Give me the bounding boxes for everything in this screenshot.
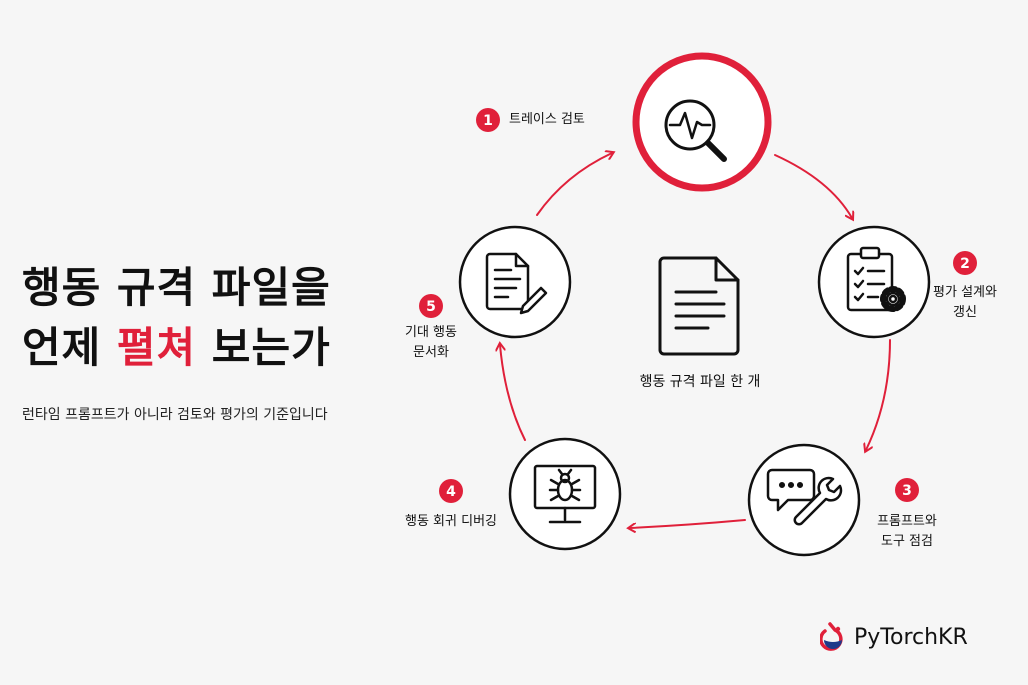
step-5-badge: 5 [419, 294, 443, 318]
arrow-2-to-3 [866, 339, 891, 450]
svg-text:1: 1 [483, 113, 493, 129]
magnifier-pulse-icon [664, 99, 727, 162]
subtitle: 런타임 프롬프트가 아니라 검토와 평가의 기준입니다 [22, 407, 328, 423]
step-5-label: 기대 행동 문서화 [405, 325, 457, 360]
page-title: 행동 규격 파일을 언제 펼쳐 보는가 [22, 258, 331, 378]
step-4-label: 행동 회귀 디버깅 [405, 514, 497, 529]
step-1-label: 트레이스 검토 [509, 112, 585, 127]
step-2-badge: 2 [953, 251, 977, 275]
step-2-node [817, 225, 931, 339]
chat-wrench-icon [766, 468, 843, 526]
step-1-node [632, 52, 772, 192]
step-5-node [458, 225, 572, 339]
checklist-gear-icon [846, 246, 906, 312]
flame-icon [820, 622, 843, 651]
arrow-4-to-5 [500, 345, 526, 441]
arrow-5-to-1 [536, 153, 612, 216]
document-icon [658, 256, 740, 356]
svg-text:4: 4 [446, 484, 456, 500]
step-3-badge: 3 [895, 478, 919, 502]
title-line-2-after: 보는가 [196, 323, 331, 372]
document-pen-icon [485, 252, 548, 315]
svg-text:3: 3 [902, 483, 912, 499]
arrow-1-to-2 [774, 154, 852, 218]
step-3-label: 프롬프트와 도구 점검 [877, 514, 937, 549]
step-4-node [508, 437, 622, 551]
center-label: 행동 규격 파일 한 개 [640, 374, 761, 390]
svg-text:5: 5 [426, 299, 436, 315]
step-2-label: 평가 설계와 갱신 [933, 285, 997, 320]
brand-logo: PyTorchKR [820, 622, 968, 652]
arrow-3-to-4 [630, 519, 746, 528]
step-4-badge: 4 [439, 479, 463, 503]
step-1-badge: 1 [476, 108, 500, 132]
monitor-bug-icon [533, 464, 597, 524]
brand-name: PyTorchKR [854, 624, 968, 650]
title-line-1: 행동 규격 파일을 [22, 263, 331, 312]
title-line-2-before: 언제 [22, 323, 117, 372]
title-accent: 펼쳐 [116, 323, 197, 372]
svg-text:2: 2 [960, 256, 970, 272]
